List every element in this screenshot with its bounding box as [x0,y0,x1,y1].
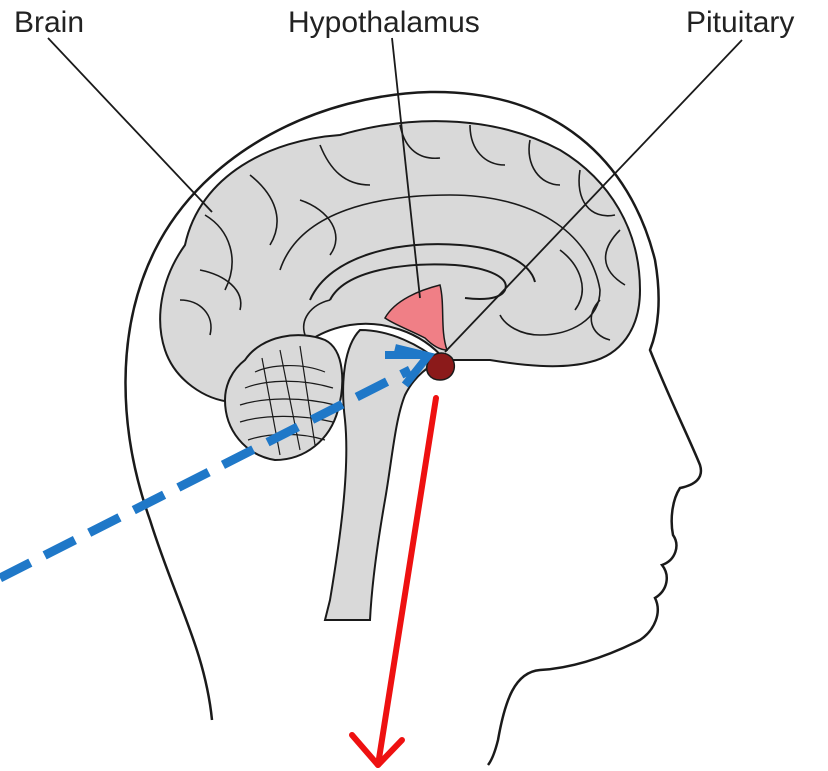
label-pituitary: Pituitary [686,8,794,38]
label-brain: Brain [14,8,84,38]
label-hypothalamus: Hypothalamus [288,8,480,38]
brain-leader-line [48,38,212,212]
